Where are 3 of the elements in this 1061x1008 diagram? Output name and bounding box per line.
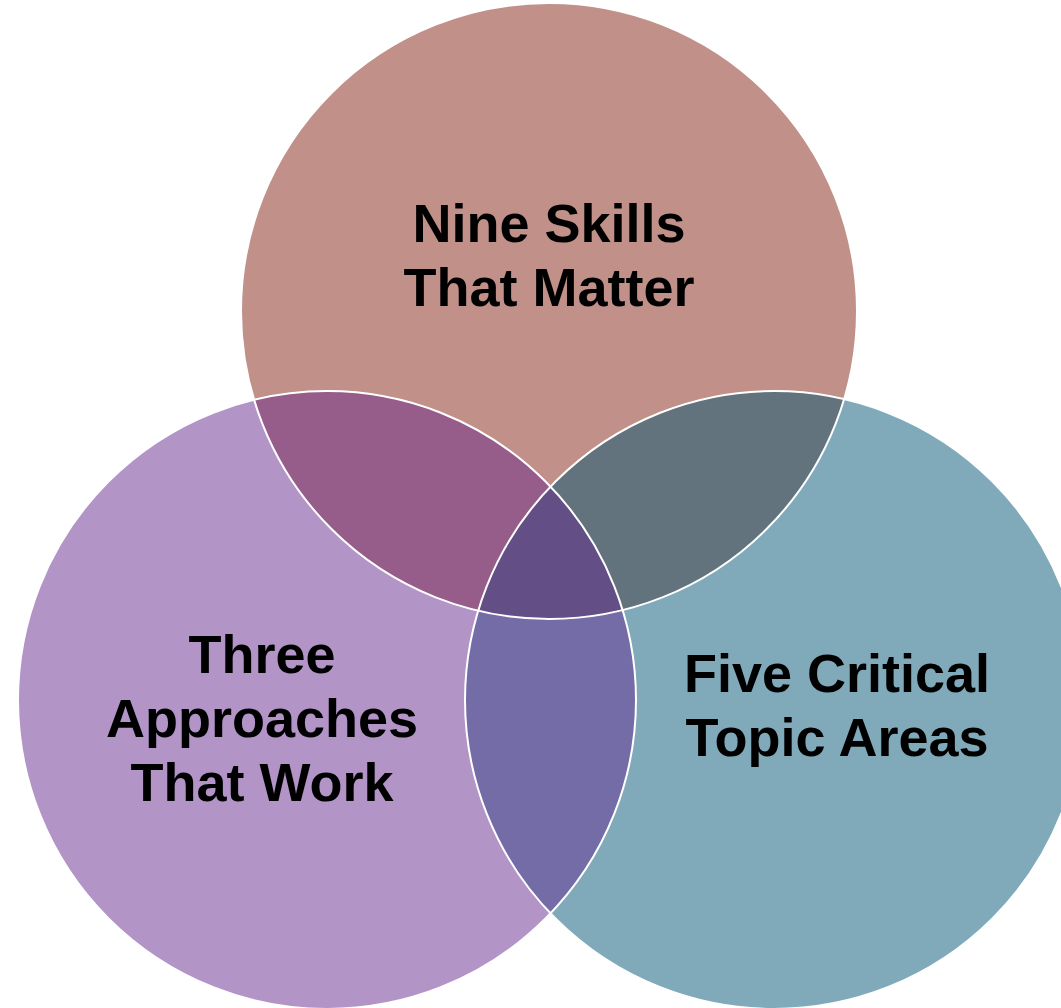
circle-label: Five Critical Topic Areas	[682, 642, 992, 769]
circle-label: Three Approaches That Work	[104, 623, 420, 814]
circle-label: Nine Skills That Matter	[402, 192, 696, 319]
